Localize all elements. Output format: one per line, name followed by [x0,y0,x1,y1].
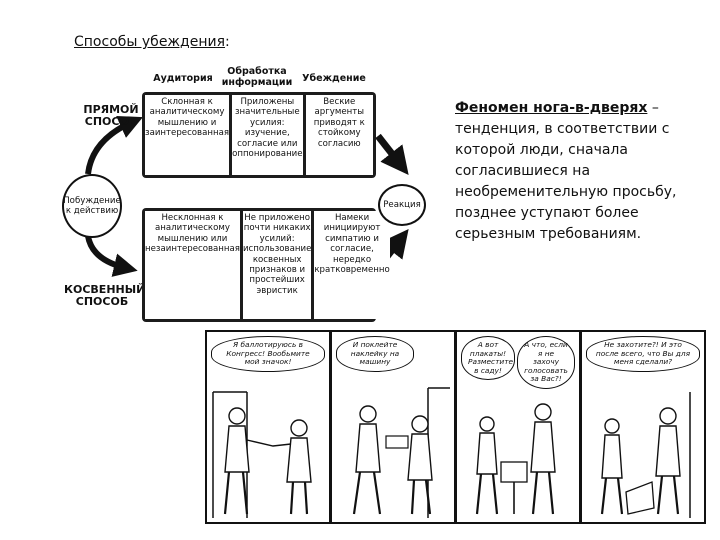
arrow-to-peripheral [85,235,138,277]
woman-body [530,421,556,473]
man-legs [223,471,249,515]
speech-bubble-3: А вот плакаты! Разместите в саду! [461,336,515,381]
woman-head [534,403,552,421]
woman-head [659,407,677,425]
man-body [224,425,250,473]
man-legs [352,471,382,515]
arrow-to-central [85,115,143,175]
comic-panel-2: И поклейте наклейку на машину [330,330,456,524]
comic-panel-4: Не захотите?! И это после всего, что Вы … [580,330,706,524]
slide-title-suffix: : [225,34,230,50]
woman-head [290,419,308,437]
peripheral-audience-cell: Несклонная к аналитическому мышлению или… [145,211,240,319]
door-frame [427,387,450,518]
definition-term: Феномен нога-в-дверях [455,100,648,116]
persuasion-diagram: Аудитория Обработка информации Убеждение… [56,56,426,326]
woman-body [407,433,433,481]
comic-drawing-4 [600,392,691,518]
woman-body [286,437,312,483]
woman-head [411,415,429,433]
woman-legs [656,475,680,515]
peripheral-route-panel: Несклонная к аналитическому мышлению или… [142,208,390,322]
speech-bubble-2: И поклейте наклейку на машину [336,336,414,372]
bumper-sticker [385,435,409,449]
woman-body [655,425,681,477]
speech-bubble-5: Не захотите?! И это после всего, что Вы … [586,336,700,372]
handing-arm [246,439,292,447]
comic-drawing-3 [475,403,556,515]
central-audience-cell: Склонная к аналитическому мышлению и заи… [145,95,230,175]
lawn-sign [500,461,528,483]
comic-panel-1: Я баллотируюсь в Конгресс! Вообьмите мой… [205,330,331,524]
definition-block: Феномен нога-в-дверях – тенденция, в соо… [455,98,693,245]
man-body [355,423,381,473]
comic-drawing-2 [352,387,450,518]
peripheral-route-label: КОСВЕННЫЙ СПОСОБ [64,283,146,308]
header-persuasion: Убеждение [302,73,366,84]
man-legs [475,473,499,515]
reaction-oval: Реакция [378,184,426,226]
woman-legs [289,481,309,515]
man-head [604,418,620,434]
slide-title-text: Способы убеждения [74,34,226,50]
motivation-text: Побуждение к действию [63,196,121,216]
comic-drawing-1 [212,391,312,518]
woman-legs [531,471,555,515]
central-persuasion-cell: Веские аргументы приводят к стойкому сог… [305,95,373,175]
central-route-label: ПРЯМОЙ СПОСОБ [83,103,139,128]
man-body [601,434,623,479]
man-head [228,407,246,425]
slide-title: Способы убеждения: [74,34,230,50]
campaign-items [625,481,655,515]
peripheral-processing-cell: Не приложено почти никаких усилий: испол… [242,211,311,319]
definition-text: тенденция, в соответствии с которой люди… [455,121,677,242]
speech-bubble-4: А что, если я не захочу голосовать за Ва… [517,336,575,389]
man-head [359,405,377,423]
speech-bubble-1: Я баллотируюсь в Конгресс! Вообьмите мой… [211,336,325,372]
man-body [476,432,498,475]
arrow-central-to-reaction [375,133,409,176]
header-processing: Обработка информации [221,66,293,88]
reaction-text: Реакция [383,200,421,210]
motivation-oval: Побуждение к действию [62,174,122,238]
central-route-panel: Склонная к аналитическому мышлению и заи… [142,92,376,178]
central-processing-cell: Приложены значительные усилия: изучение,… [232,95,303,175]
comic-panel-3: А вот плакаты! Разместите в саду! А что,… [455,330,581,524]
definition-dash: – [647,100,659,116]
man-head [479,416,495,432]
man-legs [600,477,624,515]
woman-legs [410,479,432,515]
peripheral-persuasion-cell: Намеки инициируют симпатию и согласие, н… [314,211,390,319]
header-audience: Аудитория [153,73,213,84]
